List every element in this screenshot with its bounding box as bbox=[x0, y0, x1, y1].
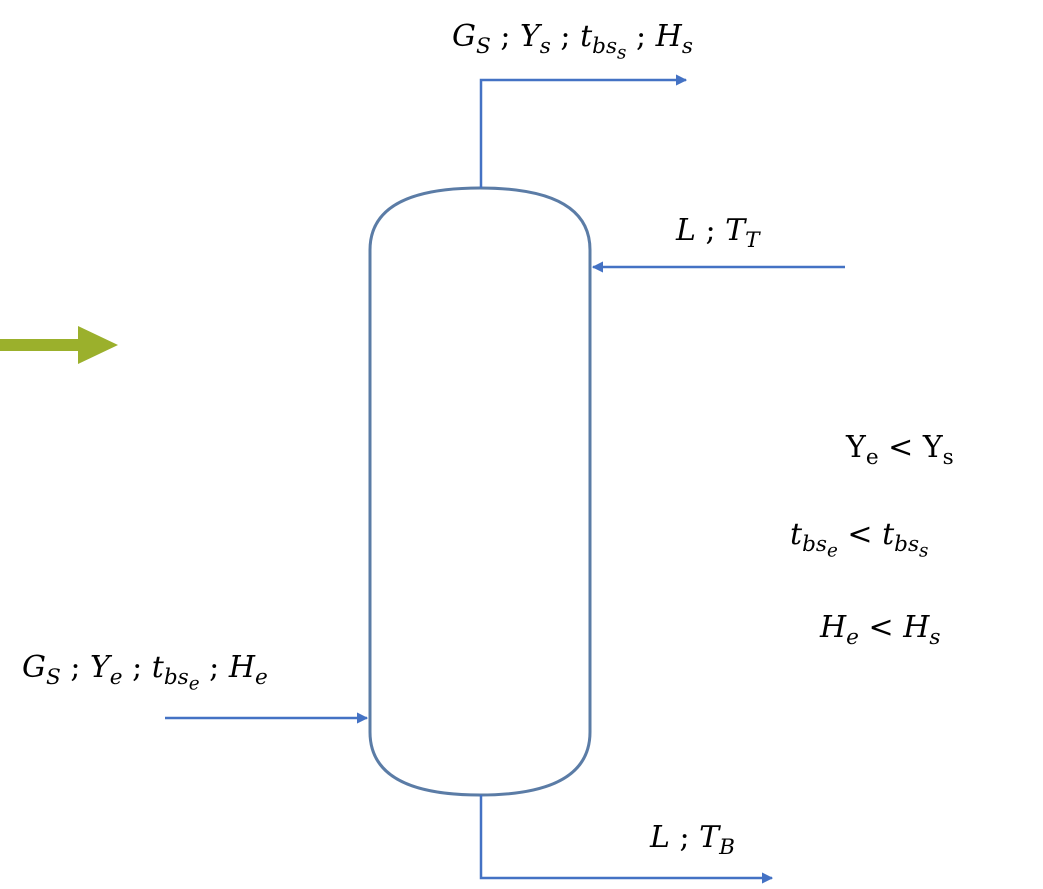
relation-humidity: Ye < Ys bbox=[846, 430, 954, 470]
column-vessel bbox=[368, 186, 592, 797]
pointer-arrow bbox=[0, 326, 118, 364]
gas-outlet-stream bbox=[479, 74, 688, 188]
relation-temperature: tbse < tbss bbox=[790, 517, 929, 562]
liquid-inlet-label: L ; TT bbox=[676, 213, 760, 253]
relation-enthalpy: He < Hs bbox=[820, 610, 941, 650]
liquid-outlet-stream bbox=[479, 795, 774, 884]
gas-outlet-label: GS ; Ys ; tbss ; Hs bbox=[452, 19, 693, 64]
gas-inlet-label: GS ; Ye ; tbse ; He bbox=[22, 650, 268, 695]
liquid-outlet-label: L ; TB bbox=[650, 820, 736, 860]
